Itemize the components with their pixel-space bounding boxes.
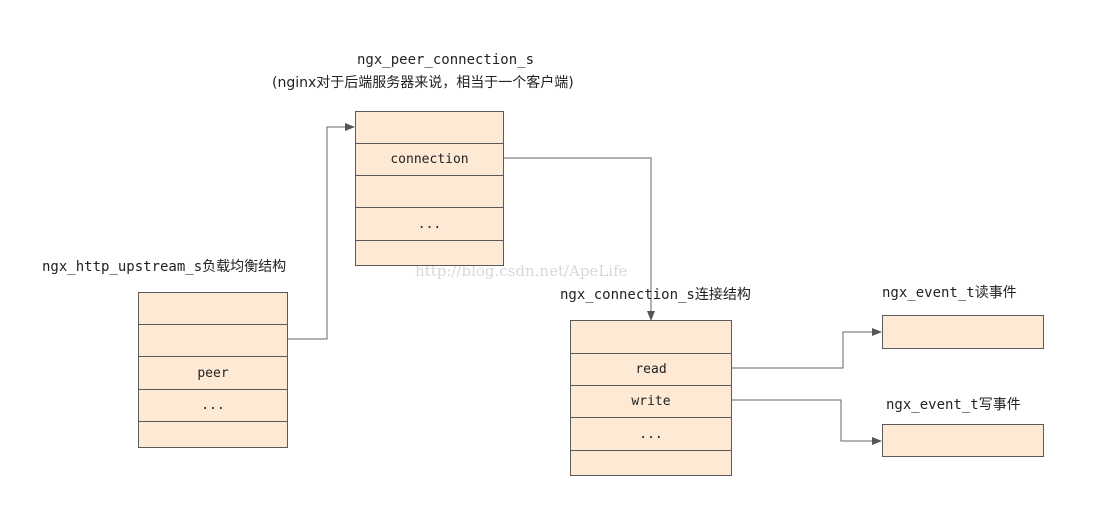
upstream-field-2 [139, 324, 287, 356]
peer-connection-field-5 [356, 240, 503, 266]
connection-field-read: read [571, 353, 731, 385]
peer-connection-field-1 [356, 112, 503, 143]
event-read-title: ngx_event_t读事件 [882, 285, 1017, 301]
upstream-field-ellipsis: ... [139, 389, 287, 421]
upstream-field-5 [139, 421, 287, 448]
connection-field-1 [571, 321, 731, 353]
connection-struct: read write ... [570, 320, 732, 476]
arrow-read-to-event-read [732, 328, 882, 369]
upstream-title: ngx_http_upstream_s负载均衡结构 [42, 259, 287, 275]
peer-connection-field-3 [356, 175, 503, 207]
event-write-title: ngx_event_t写事件 [886, 397, 1021, 413]
upstream-struct: peer ... [138, 292, 288, 448]
watermark: http://blog.csdn.net/ApeLife [415, 262, 628, 280]
event-write-struct [882, 424, 1044, 457]
arrow-connection-field-to-connection-struct [503, 157, 655, 321]
peer-connection-struct: connection ... [355, 111, 504, 266]
upstream-field-1 [139, 293, 287, 324]
connection-title: ngx_connection_s连接结构 [560, 287, 751, 303]
connection-field-5 [571, 450, 731, 476]
peer-connection-title: ngx_peer_connection_s [357, 52, 535, 68]
connection-field-write: write [571, 385, 731, 417]
connection-field-ellipsis: ... [571, 417, 731, 450]
peer-connection-subtitle: (nginx对于后端服务器来说，相当于一个客户端) [272, 75, 574, 91]
arrow-upstream-to-peer-connection [288, 123, 355, 340]
arrow-write-to-event-write [732, 399, 882, 445]
upstream-field-peer: peer [139, 356, 287, 389]
event-read-struct [882, 315, 1044, 349]
peer-connection-field-connection: connection [356, 143, 503, 175]
peer-connection-field-ellipsis: ... [356, 207, 503, 240]
